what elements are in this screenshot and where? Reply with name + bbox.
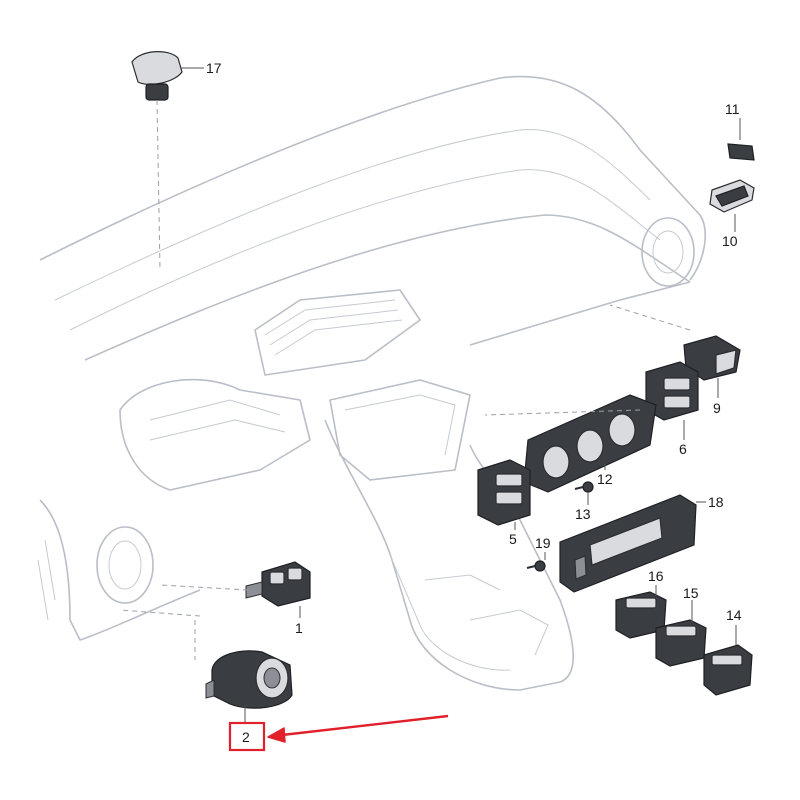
- part-14-graphic: [703, 644, 753, 696]
- part-label-14: 14: [726, 607, 742, 623]
- part-17-graphic: [131, 51, 183, 101]
- highlight-part-2: 2: [228, 714, 449, 752]
- part-label-5: 5: [509, 531, 517, 547]
- part-label-6: 6: [679, 441, 687, 457]
- highlight-arrow-line: [281, 714, 449, 737]
- part-18-graphic: [559, 494, 697, 593]
- part-label-13: 13: [575, 506, 591, 522]
- part-10-graphic: [709, 179, 755, 213]
- part-labels: 17 11 10 9 6 12 13 5 18 19 16 15 14 1: [206, 60, 742, 636]
- part-5-graphic: [477, 459, 531, 526]
- part-label-11: 11: [725, 101, 740, 117]
- part-label-2: 2: [242, 729, 250, 745]
- part-6-graphic: [645, 361, 699, 421]
- part-label-9: 9: [713, 400, 721, 416]
- part-label-17: 17: [206, 60, 222, 76]
- part-13-graphic: [574, 481, 594, 493]
- part-19-graphic: [526, 560, 546, 572]
- part-15-graphic: [655, 619, 707, 667]
- highlight-arrow-head: [267, 727, 286, 743]
- part-label-15: 15: [683, 585, 699, 601]
- part-label-10: 10: [722, 233, 738, 249]
- leader-lines: [119, 67, 741, 722]
- part-label-19: 19: [535, 535, 551, 551]
- part-11-graphic: [727, 143, 755, 161]
- highlight-box: [228, 721, 266, 752]
- part-label-12: 12: [597, 471, 613, 487]
- part-1-graphic: [245, 561, 311, 607]
- part-2-graphic: [205, 650, 293, 709]
- part-label-1: 1: [295, 620, 303, 636]
- dashboard-outline: [37, 75, 706, 691]
- part-12-graphic: [523, 394, 657, 493]
- part-9-graphic: [683, 335, 741, 381]
- part-label-16: 16: [648, 568, 664, 584]
- part-label-18: 18: [708, 494, 724, 510]
